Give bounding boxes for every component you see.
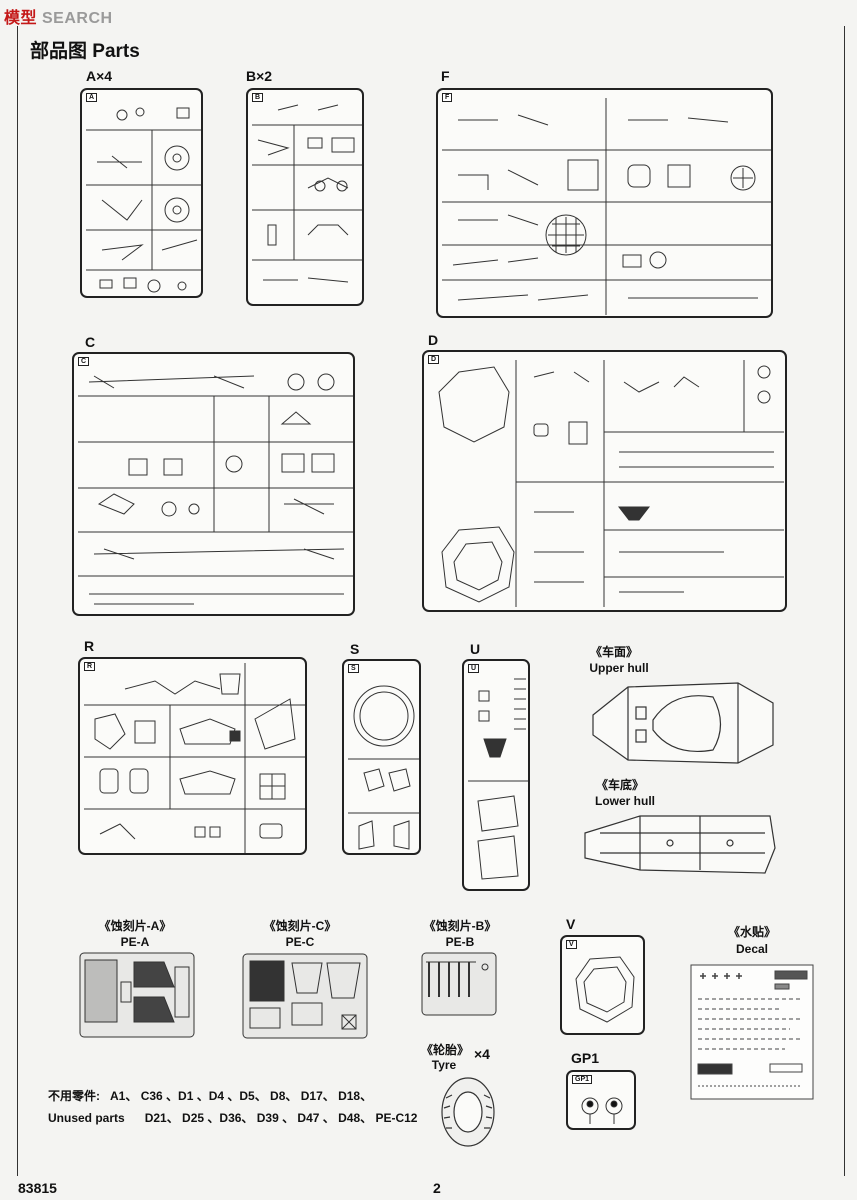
sprue-label-d: D <box>428 332 439 348</box>
tyre-qty: ×4 <box>474 1046 490 1062</box>
sprue-label-b: B×2 <box>246 68 273 84</box>
pe-b-cn: 《蚀刻片-B》 <box>423 919 497 933</box>
lower-hull-drawing <box>584 815 776 874</box>
sprue-tag: F <box>442 93 453 102</box>
sprue-tag: R <box>84 662 96 671</box>
pe-a-cn: 《蚀刻片-A》 <box>98 919 172 933</box>
sprue-b-frame: B <box>246 88 364 306</box>
page-number: 2 <box>433 1180 441 1196</box>
sprue-a-parts <box>86 107 201 293</box>
pe-a-en: PE-A <box>120 935 150 949</box>
sprue-tag: U <box>468 664 480 673</box>
pe-c-cn: 《蚀刻片-C》 <box>263 919 337 933</box>
sprue-label-a: A×4 <box>86 68 113 84</box>
sprue-label-f: F <box>441 68 450 84</box>
sprue-tag: B <box>252 93 264 102</box>
sprue-f-parts <box>442 98 771 315</box>
sprue-label-s: S <box>350 641 360 657</box>
sprue-tag: V <box>566 940 577 949</box>
sprue-r-frame: R <box>78 657 307 855</box>
sprue-b-parts <box>252 104 362 283</box>
sprue-u-parts <box>468 678 528 880</box>
sprue-f-frame: F <box>436 88 773 318</box>
sprue-c-parts <box>78 373 353 605</box>
sprue-tag: S <box>348 664 359 673</box>
sprue-tag: C <box>78 357 90 366</box>
unused-parts-line1: A1、 C36 、D1 、D4 、D5、 D8、 D17、 D18、 <box>110 1089 373 1103</box>
decal-cn: 《水贴》 <box>727 925 776 939</box>
upper-hull-drawing <box>592 682 774 764</box>
watermark: 模型 SEARCH <box>4 10 113 27</box>
sprue-label-r: R <box>84 638 95 654</box>
sprue-gp1-frame: GP1 <box>566 1070 636 1130</box>
tyre-drawing <box>441 1077 495 1147</box>
sprue-tag: A <box>86 93 98 102</box>
sprue-r-parts <box>84 663 305 853</box>
pe-c-fret <box>242 953 368 1039</box>
sprue-u-frame: U <box>462 659 530 891</box>
upper-hull-en: Upper hull <box>589 661 649 675</box>
unused-parts-line2: D21、 D25 、D36、 D39 、 D47 、 D48、 PE-C12 <box>144 1111 418 1125</box>
sprue-label-gp1: GP1 <box>571 1050 600 1066</box>
sprue-d-frame: D <box>422 350 787 612</box>
sprue-label-v: V <box>566 916 576 932</box>
decal-sheet <box>690 964 814 1100</box>
sprue-d-parts <box>438 360 784 607</box>
unused-parts-cn: 不用零件: <box>48 1089 100 1103</box>
unused-parts-en: Unused parts <box>48 1111 125 1125</box>
kit-code: 83815 <box>18 1180 57 1196</box>
pe-a-fret <box>79 952 195 1038</box>
lower-hull-cn: 《车底》 <box>595 778 644 792</box>
lower-hull-en: Lower hull <box>595 794 655 808</box>
sprue-tag: D <box>428 355 440 364</box>
page-title: 部品图 Parts <box>30 41 140 62</box>
sprue-s-frame: S <box>342 659 421 855</box>
pe-b-en: PE-B <box>445 935 475 949</box>
sprue-c-frame: C <box>72 352 355 616</box>
tyre-cn: 《轮胎》 <box>420 1043 469 1057</box>
sprue-s-parts <box>348 685 419 850</box>
sprue-a-frame: A <box>80 88 203 298</box>
sprue-label-c: C <box>85 334 96 350</box>
unused-parts-block: 不用零件: A1、 C36 、D1 、D4 、D5、 D8、 D17、 D18、… <box>48 1085 417 1129</box>
decal-en: Decal <box>735 942 769 956</box>
sprue-v-parts <box>575 956 635 1023</box>
pe-b-fret <box>421 952 497 1016</box>
tyre-en: Tyre <box>431 1058 457 1072</box>
page-frame <box>17 26 845 1176</box>
sprue-gp1-parts <box>581 1097 623 1124</box>
upper-hull-cn: 《车面》 <box>589 645 638 659</box>
sprue-label-u: U <box>470 641 481 657</box>
pe-c-en: PE-C <box>285 935 315 949</box>
sprue-v-frame: V <box>560 935 645 1035</box>
sprue-tag: GP1 <box>572 1075 593 1084</box>
